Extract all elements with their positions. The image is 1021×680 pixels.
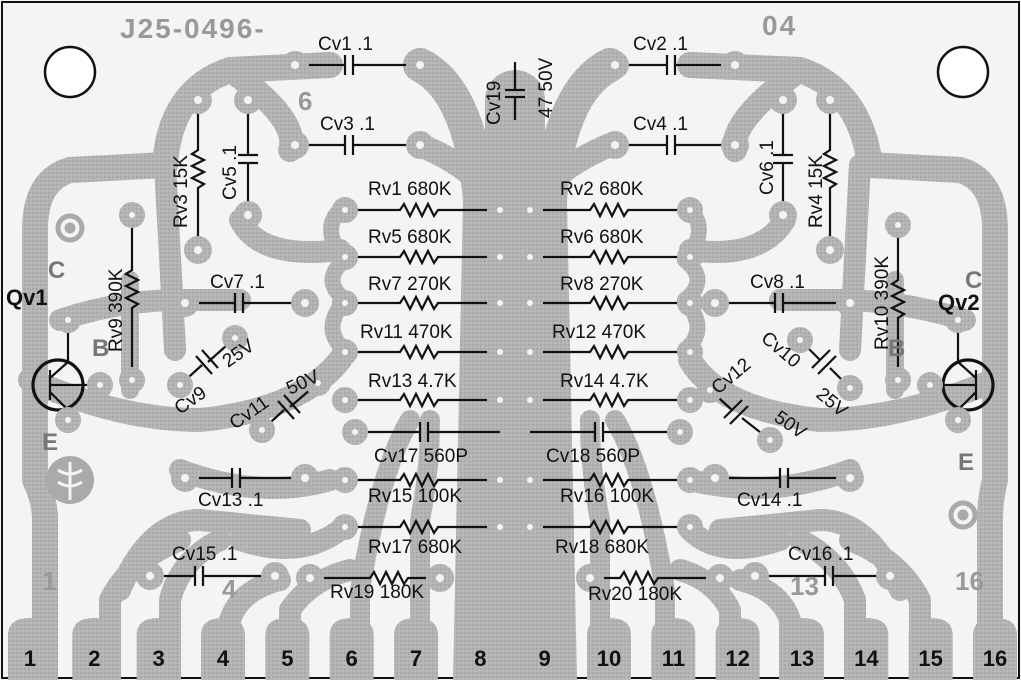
label-cv15: Cv15 .1: [172, 544, 237, 565]
edge-pin-number: 13: [790, 646, 814, 671]
edge-finger: [72, 618, 117, 680]
terminal-e: E: [958, 449, 974, 476]
edge-pin-number: 2: [88, 646, 100, 671]
label-cv4: Cv4 .1: [633, 114, 688, 135]
edge-pin-number: 14: [854, 646, 879, 671]
corner-pin-left: 1: [42, 566, 56, 596]
edge-finger: [908, 618, 953, 680]
terminal-c: C: [965, 267, 982, 294]
label-rv14: Rv14 4.7K: [560, 371, 649, 392]
label-cv17: Cv17 560P: [374, 446, 468, 467]
label-cv13: Cv13 .1: [198, 490, 263, 511]
label-cv19: Cv19: [484, 81, 505, 125]
resistor-symbols: [123, 100, 907, 587]
manufacturer-logo: [46, 456, 94, 504]
edge-pin-number: 5: [281, 646, 293, 671]
edge-finger: [458, 618, 503, 680]
silk-number: 13: [790, 571, 819, 601]
silk-number: 4: [222, 574, 237, 604]
terminal-b: B: [888, 335, 905, 362]
label-rv12: Rv12 470K: [552, 322, 646, 343]
edge-pin-number: 16: [983, 646, 1007, 671]
transistor-qv2-label: Qv2: [938, 290, 980, 315]
edge-pin-number: 15: [918, 646, 942, 671]
transistor-labels: Qv1 Qv2 C B E C B E: [6, 257, 982, 476]
edge-pin-number: 11: [662, 646, 685, 671]
edge-finger: [715, 618, 760, 680]
label-cv7: Cv7 .1: [210, 272, 265, 293]
corner-pin-right: 16: [955, 566, 984, 596]
mounting-hole-right: [936, 45, 990, 99]
label-rv20: Rv20 180K: [588, 584, 682, 605]
label-cv5: Cv5 .1: [220, 145, 241, 200]
part-number: J25-0496-: [120, 13, 266, 44]
edge-finger: [587, 618, 631, 680]
terminal-e: E: [42, 429, 58, 456]
label-rv13: Rv13 4.7K: [368, 371, 457, 392]
edge-finger: [136, 618, 181, 680]
terminal-b: B: [92, 335, 109, 362]
edge-finger: [780, 618, 824, 680]
label-cv14: Cv14 .1: [737, 490, 802, 511]
label-cv1: Cv1 .1: [318, 34, 373, 55]
edge-finger: [844, 618, 889, 680]
solder-pads: [55, 51, 971, 592]
capacitor-symbols: [150, 55, 890, 586]
terminal-c: C: [48, 257, 65, 284]
edge-pin-number: 6: [346, 646, 358, 671]
edge-pin-number: 1: [24, 646, 36, 671]
label-rv1: Rv1 680K: [368, 179, 452, 200]
mounting-hole-left: [43, 45, 97, 99]
label-cv2: Cv2 .1: [633, 34, 688, 55]
edge-finger: [201, 618, 245, 680]
label-rv19: Rv19 180K: [330, 582, 424, 603]
edge-finger: [265, 618, 310, 680]
component-labels: Cv1 .1 Cv2 .1 Cv3 .1 Cv4 .1 Cv5 .1 Cv6 .…: [106, 34, 893, 605]
label-rv17: Rv17 680K: [368, 537, 462, 558]
label-rv18: Rv18 680K: [555, 537, 649, 558]
label-rv8: Rv8 270K: [560, 274, 644, 295]
label-cv8: Cv8 .1: [750, 272, 805, 293]
edge-finger: [394, 618, 438, 680]
transistor-qv1-symbol: [31, 320, 100, 420]
edge-finger: [329, 618, 374, 680]
edge-pin-number: 10: [597, 646, 621, 671]
label-cv16: Cv16 .1: [788, 544, 853, 565]
label-rv5: Rv5 680K: [368, 227, 452, 248]
label-rv6: Rv6 680K: [560, 227, 644, 248]
board-markings: J25-0496- 04 1 16 6 4 13: [42, 10, 984, 604]
edge-finger: [8, 618, 52, 680]
edge-finger: [973, 618, 1017, 680]
transistor-qv1-label: Qv1: [6, 285, 48, 310]
edge-pin-number: 9: [539, 646, 551, 671]
label-cv19-rating: 47 50V: [536, 57, 557, 118]
edge-pin-number: 3: [153, 646, 165, 671]
edge-finger: [651, 618, 696, 680]
edge-pin-number: 8: [474, 646, 486, 671]
label-rv9: Rv9 390K: [106, 268, 127, 352]
label-rv4: Rv4 15K: [806, 155, 827, 228]
label-rv10: Rv10 390K: [872, 256, 893, 350]
label-rv11: Rv11 470K: [360, 322, 453, 343]
label-rv16: Rv16 100K: [560, 486, 654, 507]
label-cv6: Cv6 .1: [757, 140, 778, 195]
edge-pin-number: 4: [217, 646, 230, 671]
fiducial-marks: [55, 213, 978, 530]
revision-code: 04: [762, 10, 797, 41]
label-rv3: Rv3 15K: [171, 155, 192, 228]
component-symbols: [31, 55, 995, 587]
silk-number: 6: [298, 86, 312, 116]
label-rv2: Rv2 680K: [560, 179, 644, 200]
edge-pin-number: 7: [410, 646, 422, 671]
edge-pin-number: 12: [725, 646, 749, 671]
label-cv3: Cv3 .1: [320, 114, 375, 135]
label-rv15: Rv15 100K: [368, 486, 462, 507]
label-cv18: Cv18 560P: [546, 446, 640, 467]
edge-finger: [522, 618, 567, 680]
label-rv7: Rv7 270K: [368, 274, 452, 295]
